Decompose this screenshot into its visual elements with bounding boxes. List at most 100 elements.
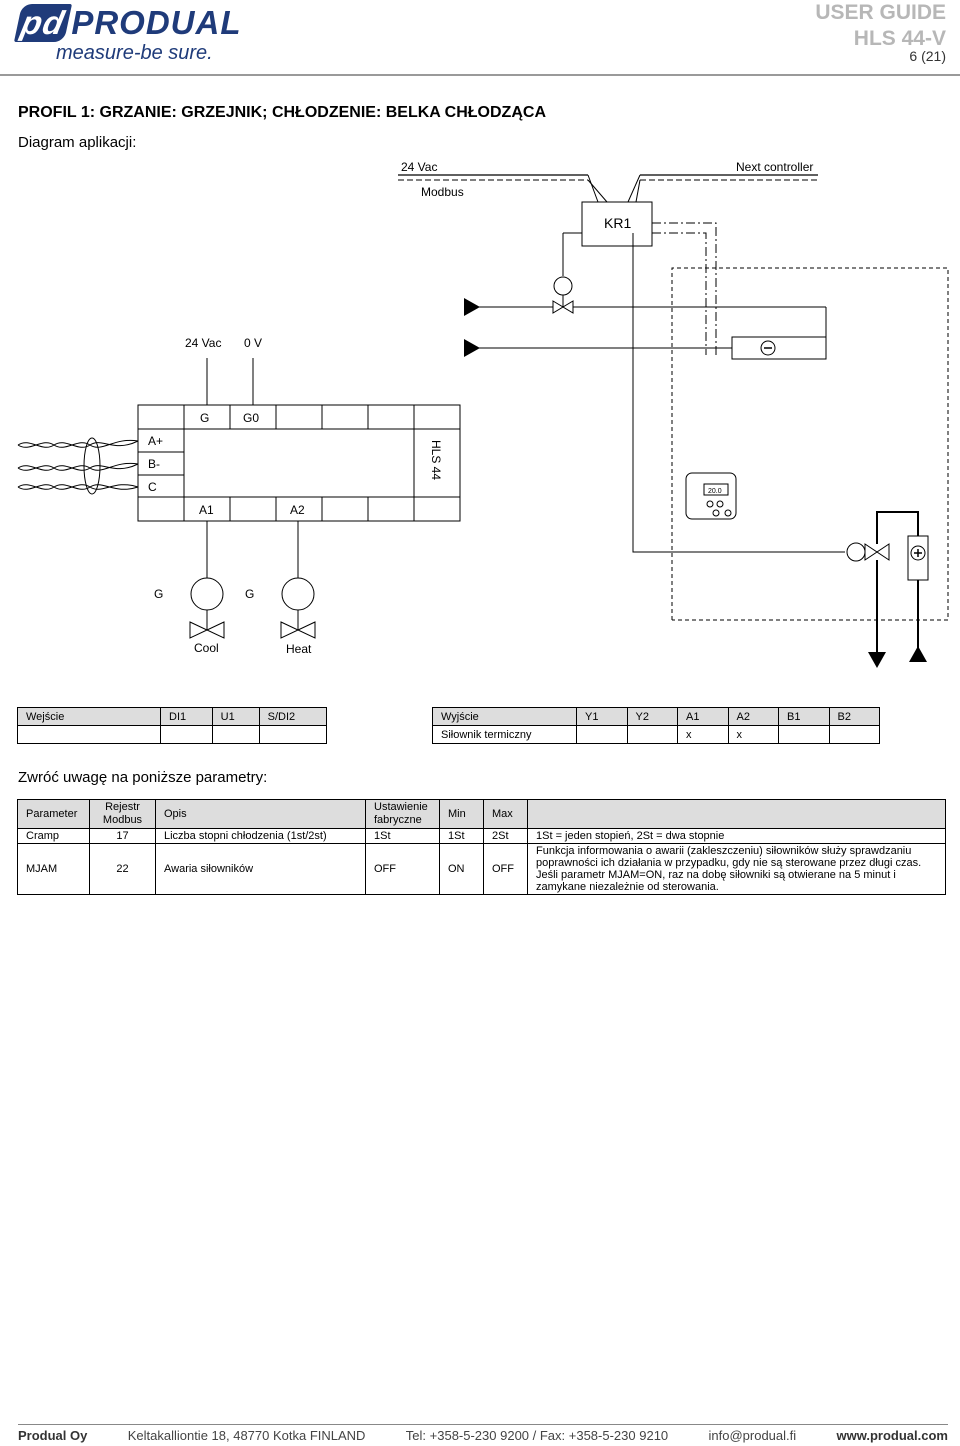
parameters-note: Zwróć uwagę na poniższe parametry: [18, 769, 268, 786]
thermostat-button-2 [716, 500, 724, 508]
outputs-cell [626, 725, 678, 744]
hls44-block [137, 404, 461, 522]
param-min: 1St [439, 828, 484, 844]
kr1-box [581, 201, 653, 247]
outputs-cell [778, 725, 830, 744]
inputs-header-cell: Wejście [17, 707, 161, 726]
param-register: 22 [89, 843, 156, 895]
inputs-table: Wejście DI1 U1 S/DI2 [17, 707, 328, 744]
next-controller-label: Next controller [736, 160, 813, 174]
section-title: PROFIL 1: GRZANIE: GRZEJNIK; CHŁODZENIE:… [18, 104, 546, 121]
param-header-description: Opis [155, 799, 366, 829]
outputs-cell [576, 725, 628, 744]
outputs-cell: x [677, 725, 729, 744]
cooling-actuator-top [553, 276, 573, 296]
outputs-cell: Siłownik termiczny [432, 725, 577, 744]
heating-valve-right [876, 543, 890, 561]
heating-actuator [846, 542, 866, 562]
device-label: HLS 44 [429, 440, 443, 480]
outputs-row: Siłownik termiczny x x [432, 725, 880, 744]
cooling-valve-right [562, 300, 574, 314]
inputs-cell [17, 725, 161, 744]
cooling-supply-arrow [464, 298, 480, 316]
diagram-label: Diagram aplikacji: [18, 134, 137, 151]
table-row: Cramp 17 Liczba stopni chłodzenia (1st/2… [17, 828, 946, 844]
cool-valve-left [189, 621, 209, 639]
outputs-header-cell: Wyjście [432, 707, 577, 726]
footer-web[interactable]: www.produal.com [836, 1428, 948, 1443]
param-comment: Funkcja informowania o awarii (zakleszcz… [527, 843, 946, 895]
outputs-table: Wyjście Y1 Y2 A1 A2 B1 B2 Siłownik termi… [432, 707, 880, 744]
footer-company: Produal Oy [18, 1428, 88, 1443]
logo-tagline: measure-be sure. [56, 42, 213, 64]
inputs-cell [160, 725, 213, 744]
cool-actuator [190, 577, 224, 611]
thermostat-display-value: 20.0 [708, 488, 722, 495]
page-number: 6 (21) [909, 48, 946, 64]
inputs-header-cell: DI1 [160, 707, 213, 726]
outputs-header-cell: Y2 [626, 707, 678, 726]
param-name: Cramp [17, 828, 90, 844]
inputs-header-cell: U1 [211, 707, 260, 726]
outputs-header-cell: Y1 [576, 707, 628, 726]
header-divider [0, 74, 960, 76]
modbus-label: Modbus [421, 185, 464, 199]
inputs-row [17, 725, 328, 744]
heat-label: Heat [286, 642, 312, 656]
heating-valve-left [864, 543, 878, 561]
table-row: MJAM 22 Awaria siłowników OFF ON OFF Fun… [17, 843, 946, 895]
terminal-a1: A1 [199, 503, 214, 517]
inputs-header-cell: S/DI2 [258, 707, 328, 726]
terminal-b-minus: B- [148, 457, 160, 471]
param-header-comment [527, 799, 946, 829]
outputs-header-cell: A2 [727, 707, 779, 726]
footer: Produal Oy Keltakalliontie 18, 48770 Kot… [18, 1428, 948, 1443]
param-min: ON [439, 843, 484, 895]
inputs-header-row: Wejście DI1 U1 S/DI2 [17, 707, 328, 726]
parameters-header-row: Parameter Rejestr Modbus Opis Ustawienie… [17, 799, 946, 829]
power-0v-label: 0 V [244, 336, 262, 350]
terminal-g: G [200, 411, 209, 425]
logo-wordmark: PRODUAL [71, 4, 242, 41]
param-default: OFF [365, 843, 440, 895]
heat-valve-right [296, 621, 316, 639]
model-name: HLS 44-V [853, 27, 946, 50]
footer-phone: Tel: +358-5-230 9200 / Fax: +358-5-230 9… [405, 1428, 669, 1443]
param-header-register: Rejestr Modbus [89, 799, 156, 829]
heating-supply-arrow [868, 652, 886, 668]
footer-divider [18, 1424, 948, 1425]
param-header-min: Min [439, 799, 484, 829]
room-boundary [671, 267, 949, 621]
param-default: 1St [365, 828, 440, 844]
footer-email[interactable]: info@produal.fi [708, 1428, 797, 1443]
kr1-label: KR1 [604, 215, 631, 231]
outputs-header-cell: B1 [778, 707, 830, 726]
application-diagram: 24 Vac Modbus Next controller KR1 24 Vac… [17, 160, 949, 668]
cooling-valve-left [552, 300, 564, 314]
heating-return-arrow [909, 646, 927, 662]
terminal-a2: A2 [290, 503, 305, 517]
guide-label: USER GUIDE [815, 1, 946, 24]
param-header-default: Ustawienie fabryczne [365, 799, 440, 829]
cooling-beam [731, 336, 827, 360]
outputs-cell [828, 725, 880, 744]
param-register: 17 [89, 828, 156, 844]
param-max: 2St [483, 828, 528, 844]
terminal-g0: G0 [243, 411, 259, 425]
outputs-header-row: Wyjście Y1 Y2 A1 A2 B1 B2 [432, 707, 880, 726]
thermostat-button-3 [712, 509, 720, 517]
cool-actuator-g-label: G [154, 587, 163, 601]
cool-label: Cool [194, 641, 219, 655]
param-max: OFF [483, 843, 528, 895]
parameters-table: Parameter Rejestr Modbus Opis Ustawienie… [17, 799, 946, 895]
heat-valve-left [280, 621, 300, 639]
inputs-cell [258, 725, 328, 744]
terminal-c: C [148, 480, 157, 494]
cool-valve-right [205, 621, 225, 639]
thermostat-button-4 [724, 509, 732, 517]
param-name: MJAM [17, 843, 90, 895]
supply-24vac-label: 24 Vac [401, 160, 437, 174]
outputs-header-cell: A1 [677, 707, 729, 726]
heat-actuator-g-label: G [245, 587, 254, 601]
param-description: Liczba stopni chłodzenia (1st/2st) [155, 828, 366, 844]
